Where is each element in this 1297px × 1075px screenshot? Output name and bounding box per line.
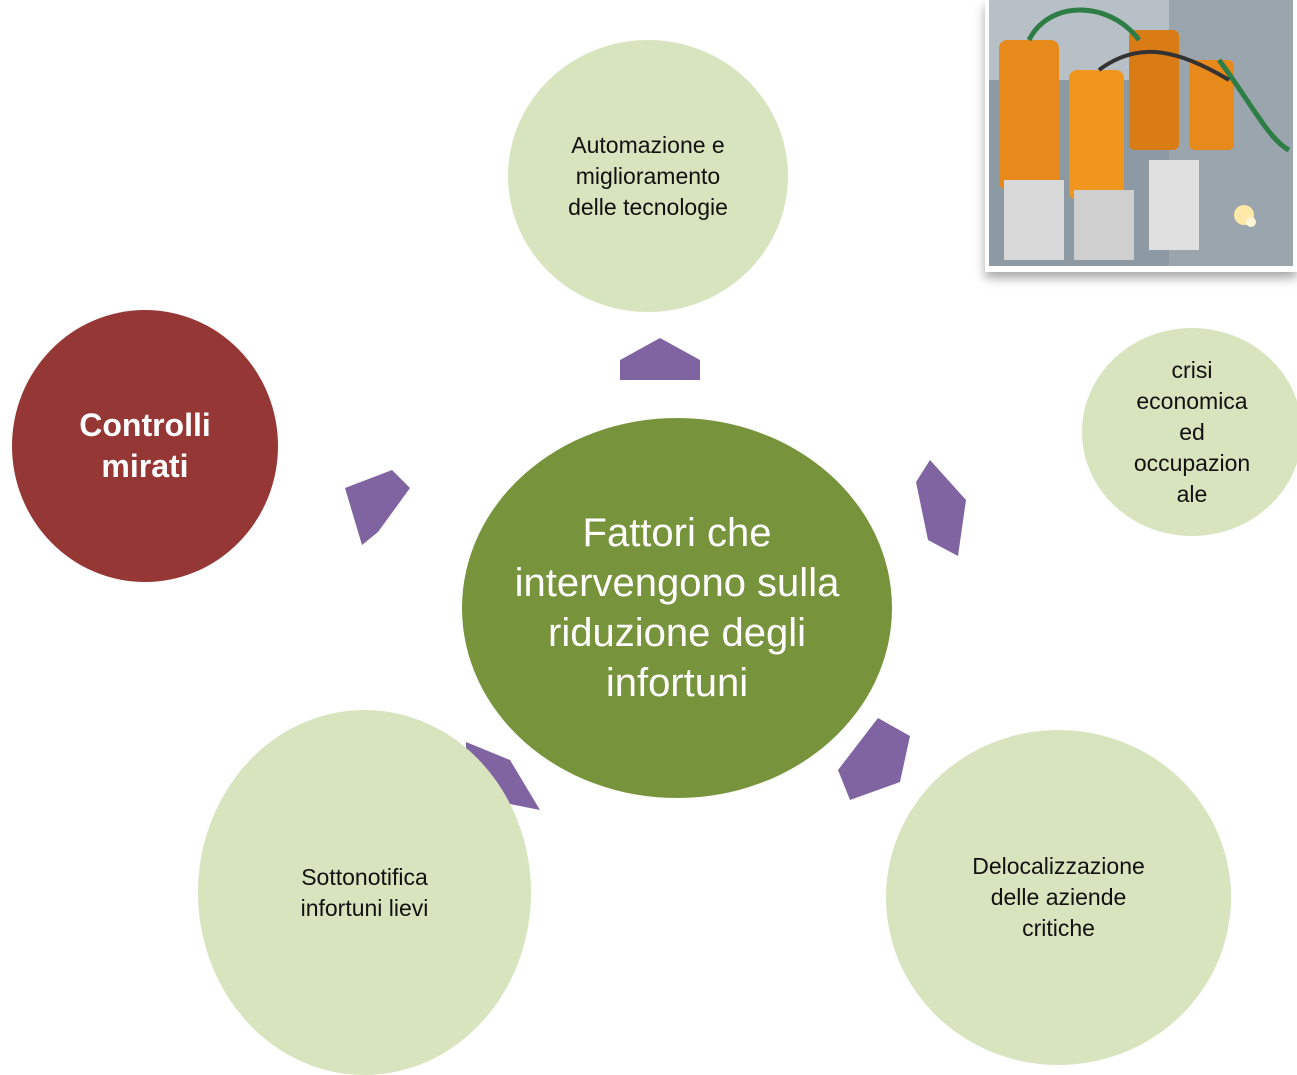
arrow-lower-right [838,718,910,800]
arrow-up [620,338,700,380]
node-economic-crisis-label: crisi economica ed occupazion ale [1133,356,1251,507]
arrow-upper-right [916,460,966,556]
node-targeted-controls: Controlli mirati [12,310,278,582]
robot-photo [985,0,1297,272]
center-node-label: Fattori che intervengono sulla riduzione… [514,511,840,705]
arrow-upper-left [345,470,410,545]
node-automation: Automazione e miglioramento delle tecnol… [508,40,788,312]
node-economic-crisis: crisi economica ed occupazion ale [1082,328,1297,536]
node-relocation: Delocalizzazione delle aziende critiche [886,730,1231,1065]
node-relocation-label: Delocalizzazione delle aziende critiche [972,853,1145,941]
center-node: Fattori che intervengono sulla riduzione… [462,418,892,798]
node-automation-label: Automazione e miglioramento delle tecnol… [568,131,728,220]
node-targeted-controls-label: Controlli mirati [79,407,211,484]
node-underreporting: Sottonotifica infortuni lievi [198,710,531,1075]
industrial-robot-arms-photo-icon [989,0,1293,266]
node-underreporting-label: Sottonotifica infortuni lievi [300,863,429,921]
